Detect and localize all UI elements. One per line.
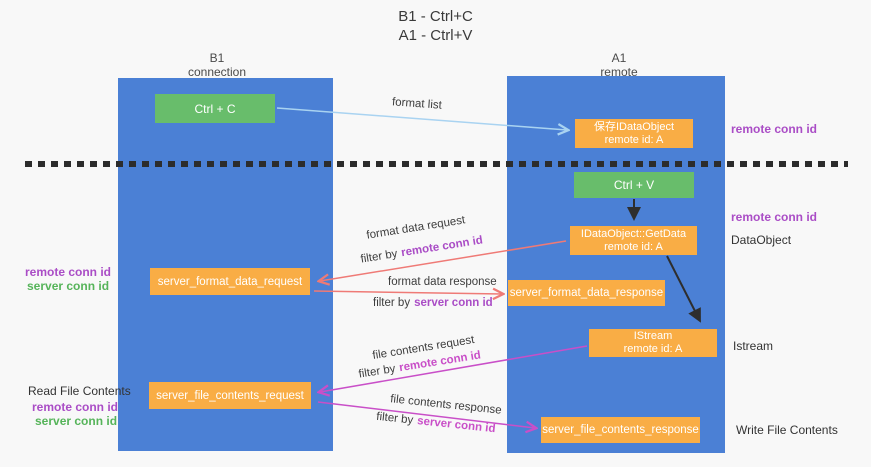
server-file-contents-request-box: server_file_contents_request xyxy=(149,382,311,409)
save-dataobject-line2: remote id: A xyxy=(604,133,664,146)
server-format-data-request-box: server_format_data_request xyxy=(150,268,310,295)
server-format-data-response-box: server_format_data_response xyxy=(508,280,665,306)
title-line-2: A1 - Ctrl+V xyxy=(398,27,473,44)
save-dataobject-box: 保存IDataObject remote id: A xyxy=(575,119,693,148)
getdata-line2: remote id: A xyxy=(604,240,663,253)
right-remote-conn-id-mid: remote conn id xyxy=(731,210,818,224)
format-data-response-label: format data response xyxy=(388,276,497,288)
lifeline-header-a1: A1 remote xyxy=(549,51,689,79)
istream-annotation: Istream xyxy=(733,339,774,353)
lifeline-b1-name: B1 xyxy=(209,51,225,65)
lifeline-header-b1: B1 connection xyxy=(147,51,287,79)
server-conn-id-text: server conn id xyxy=(414,297,493,309)
title-line-1: B1 - Ctrl+C xyxy=(398,8,473,25)
lifeline-a1-role: remote xyxy=(600,65,638,79)
ctrl-c-box: Ctrl + C xyxy=(155,94,275,123)
left-remote-conn-id-format: remote conn id xyxy=(25,265,112,279)
server-file-contents-request-label: server_file_contents_request xyxy=(156,389,304,402)
left-server-conn-id-file: server conn id xyxy=(35,414,118,428)
phase-divider-dashed-line xyxy=(25,161,848,167)
server-format-data-request-label: server_format_data_request xyxy=(157,275,303,288)
write-file-contents-annotation: Write File Contents xyxy=(736,423,838,437)
istream-line2: remote id: A xyxy=(623,343,683,355)
left-remote-conn-id-file: remote conn id xyxy=(32,400,119,414)
diagram-title: B1 - Ctrl+C A1 - Ctrl+V xyxy=(0,7,871,45)
left-server-conn-id-format: server conn id xyxy=(27,279,110,293)
format-list-label: format list xyxy=(391,96,443,112)
arrow-format-data-response xyxy=(313,291,502,294)
getdata-box: IDataObject::GetData remote id: A xyxy=(570,226,697,255)
ctrl-v-box: Ctrl + V xyxy=(574,172,694,198)
lifeline-a1-name: A1 xyxy=(611,51,627,65)
istream-line1: IStream xyxy=(633,330,673,342)
filter-by-text: filter by xyxy=(359,247,399,266)
remote-conn-id-text: remote conn id xyxy=(400,234,484,260)
getdata-line1: IDataObject::GetData xyxy=(580,227,687,240)
format-data-request-label: format data request xyxy=(365,214,467,242)
save-dataobject-line1: 保存IDataObject xyxy=(593,120,675,133)
ctrl-v-label: Ctrl + V xyxy=(613,178,655,192)
server-file-contents-response-box: server_file_contents_response xyxy=(541,417,700,443)
istream-box: IStream remote id: A xyxy=(589,329,717,357)
right-remote-conn-id-top: remote conn id xyxy=(731,122,818,136)
read-file-contents-annotation: Read File Contents xyxy=(28,384,131,398)
filter-by-text: filter by xyxy=(375,410,414,427)
ctrl-c-label: Ctrl + C xyxy=(194,101,236,116)
server-conn-id-text: server conn id xyxy=(416,415,497,436)
server-file-contents-response-label: server_file_contents_response xyxy=(542,424,699,436)
filter-by-text: filter by xyxy=(357,362,397,381)
filter-by-text: filter by xyxy=(373,297,411,309)
lifeline-b1-role: connection xyxy=(187,65,247,79)
dataobject-annotation: DataObject xyxy=(731,233,792,247)
server-format-data-response-label: server_format_data_response xyxy=(509,287,664,299)
